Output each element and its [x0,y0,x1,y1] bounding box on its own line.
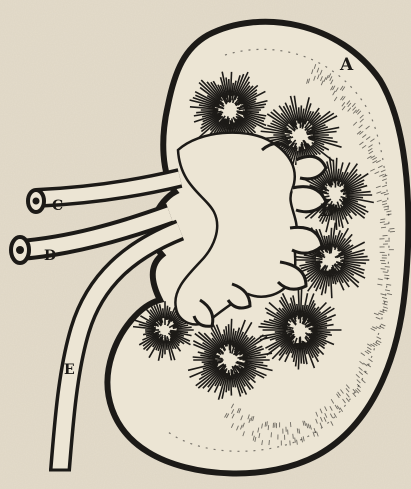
cortex-tick [381,269,386,270]
label-d: D [44,248,56,264]
cortex-tick [293,434,294,439]
pyramid-hatch [163,308,164,318]
cortex-tick [389,228,394,229]
pyramid-hatch [299,107,300,124]
label-b: B [320,201,334,221]
pyramid-hatch [333,160,334,184]
pyramid-hatch [229,79,230,103]
vessel-c-hole [33,198,40,205]
pyramid-hatch [229,324,230,350]
pyramid-hatch [275,331,286,332]
cortex-tick [268,425,269,430]
pyramid-hatch [300,337,301,364]
label-c: C [52,198,63,214]
pyramid-hatch [300,105,301,128]
cortex-tick [383,272,388,273]
label-e: E [64,362,75,378]
calyx [296,156,326,178]
cortex-tick [290,422,291,427]
cortex-tick [267,421,268,426]
pyramid-hatch [329,235,330,254]
pyramid-hatch [231,375,232,395]
label-a: A [339,55,354,75]
vessel-d-hole [16,246,24,254]
cortex-tick [381,227,386,228]
pyramid-hatch [145,331,155,332]
